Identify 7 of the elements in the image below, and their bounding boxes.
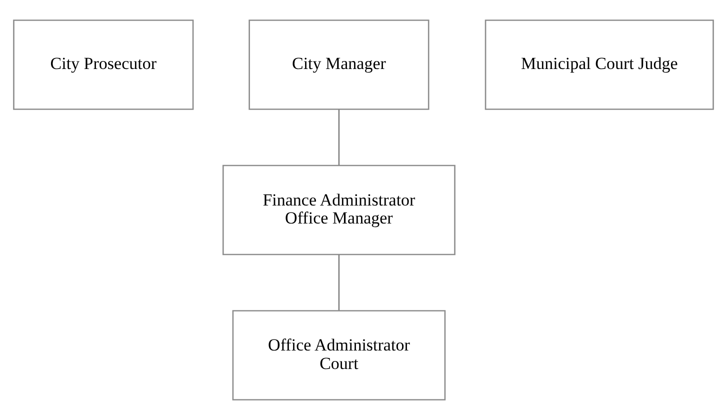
connector <box>338 110 340 166</box>
node-box: Finance Administrator Office Manager <box>222 164 456 256</box>
node-box: Office Administrator Court <box>232 310 446 400</box>
node-box: City Manager <box>248 20 430 110</box>
connector <box>338 254 340 310</box>
node-box: Municipal Court Judge <box>484 20 714 110</box>
node-box: City Prosecutor <box>13 20 194 110</box>
